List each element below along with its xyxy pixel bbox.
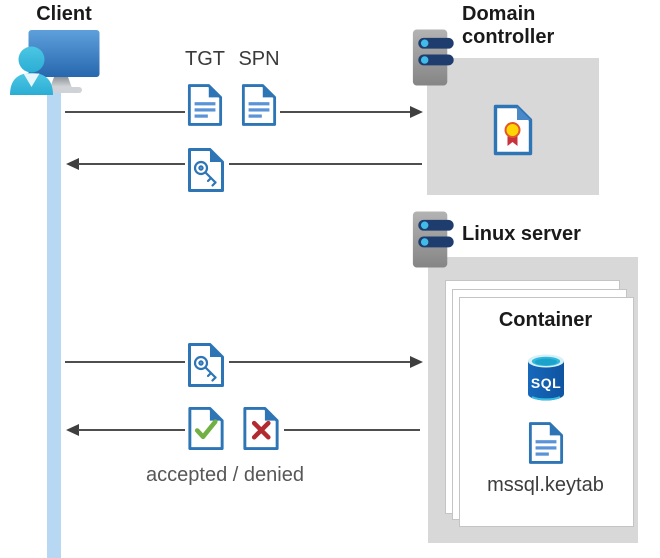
spn-label: SPN bbox=[238, 48, 280, 70]
keytab-document-icon bbox=[528, 421, 564, 465]
arrow-client-to-dc-head bbox=[410, 106, 423, 118]
key-document-icon bbox=[187, 147, 225, 193]
sql-database-label: SQL bbox=[530, 375, 562, 391]
sql-database-icon bbox=[526, 353, 566, 401]
domain-controller-title: Domain controller bbox=[462, 3, 555, 48]
certificate-document-icon bbox=[493, 104, 533, 156]
linux-server-title: Linux server bbox=[462, 223, 581, 245]
linux-server-icon bbox=[412, 211, 458, 268]
denied-x-document-icon bbox=[242, 406, 280, 451]
container-page-front bbox=[459, 297, 634, 527]
tgt-label: TGT bbox=[185, 48, 225, 70]
accepted-denied-caption: accepted / denied bbox=[146, 464, 304, 486]
arrow-dc-to-client-head bbox=[66, 158, 79, 170]
arrow-dc-to-client-line bbox=[229, 163, 422, 165]
accepted-check-document-icon bbox=[187, 406, 225, 451]
keytab-label: mssql.keytab bbox=[487, 474, 604, 496]
spn-ticket-document-icon bbox=[241, 83, 277, 127]
client-user-monitor-icon bbox=[10, 29, 100, 96]
arrow-client-to-container-line bbox=[65, 361, 185, 363]
arrow-client-to-dc-line bbox=[65, 111, 185, 113]
client-lifeline bbox=[47, 88, 61, 558]
arrow-client-to-container-line bbox=[229, 361, 410, 363]
client-title: Client bbox=[36, 3, 92, 25]
container-title: Container bbox=[498, 309, 593, 331]
dc-server-icon bbox=[412, 29, 458, 86]
arrow-container-to-client-line bbox=[78, 429, 185, 431]
arrow-container-to-client-line bbox=[284, 429, 420, 431]
arrow-container-to-client-head bbox=[66, 424, 79, 436]
arrow-client-to-container-head bbox=[410, 356, 423, 368]
arrow-client-to-dc-line bbox=[280, 111, 411, 113]
key-document-icon bbox=[187, 342, 225, 388]
arrow-dc-to-client-line bbox=[78, 163, 185, 165]
tgt-ticket-document-icon bbox=[187, 83, 223, 127]
